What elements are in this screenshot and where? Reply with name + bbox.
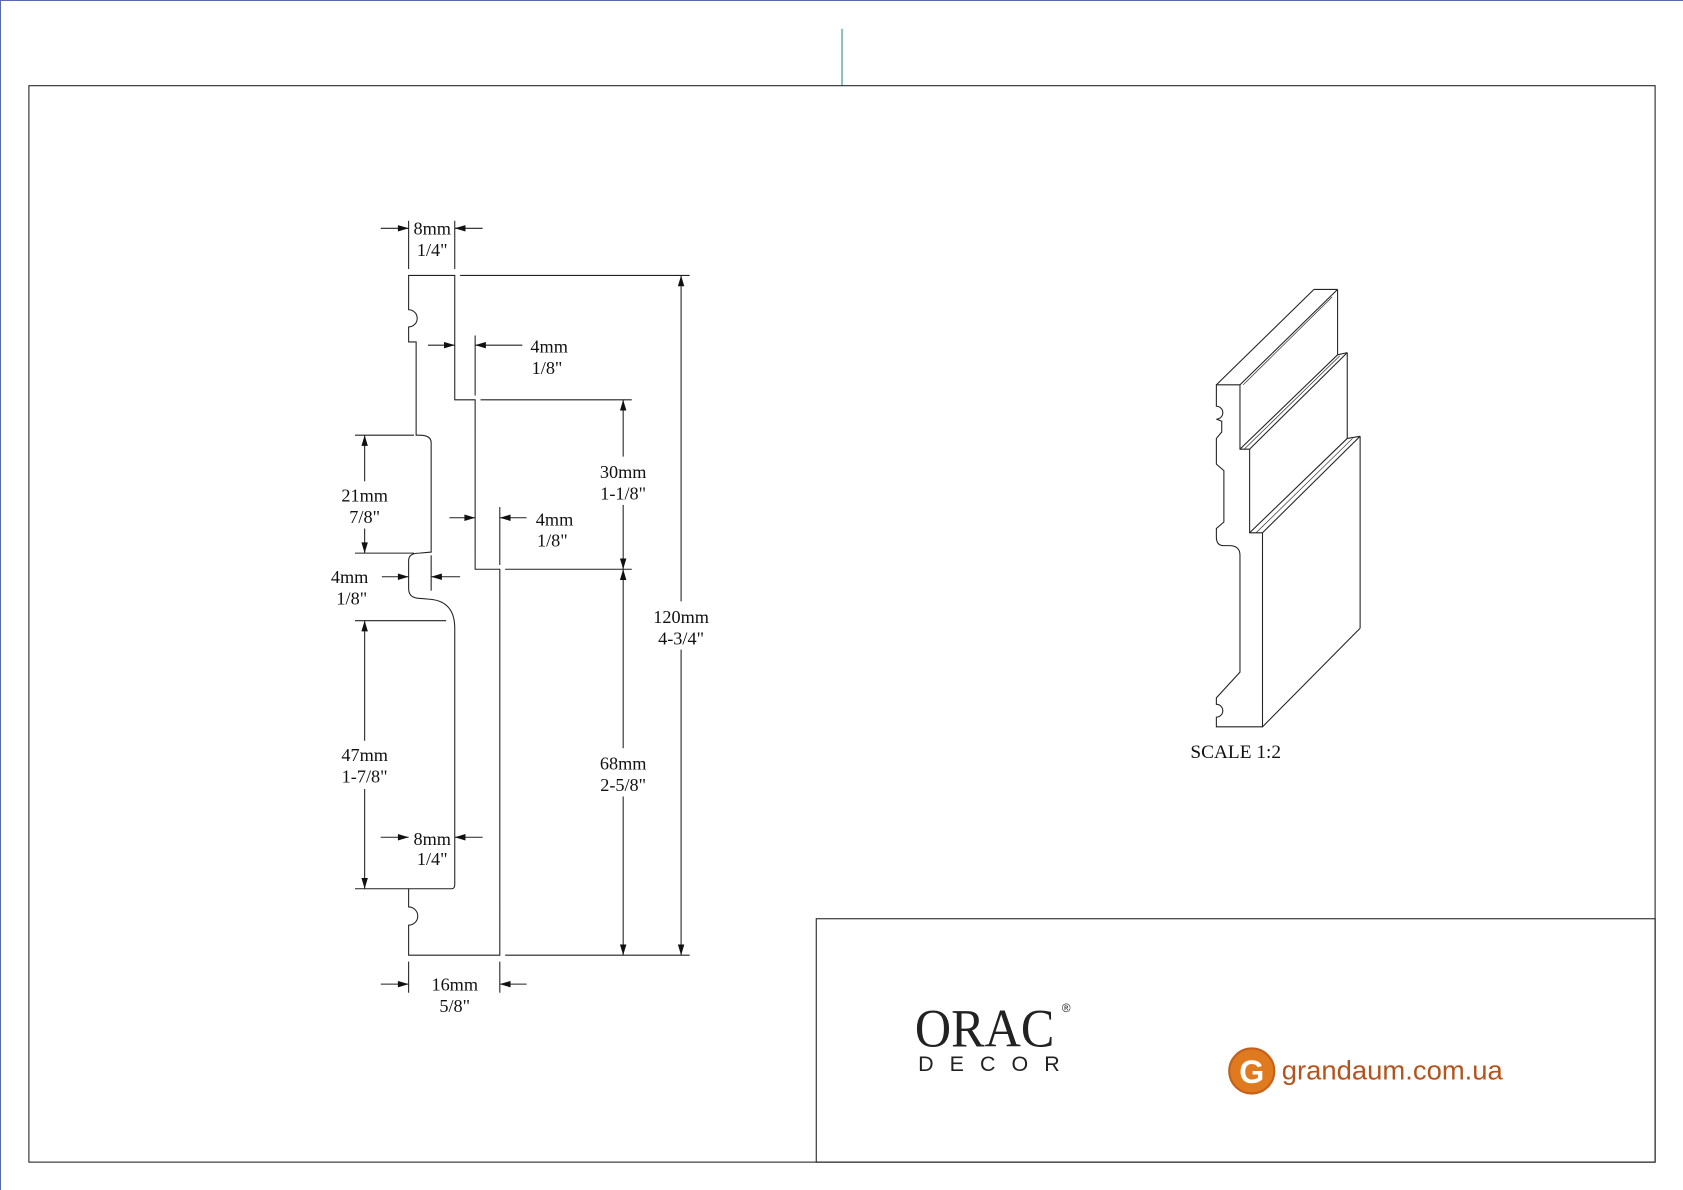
svg-text:47mm: 47mm [341, 745, 388, 765]
isometric-view [1215, 288, 1361, 728]
svg-text:1/4": 1/4" [417, 849, 448, 869]
svg-text:120mm: 120mm [653, 607, 709, 627]
svg-text:grandaum.com.ua: grandaum.com.ua [1282, 1056, 1503, 1086]
svg-text:4mm: 4mm [536, 509, 573, 529]
dimension-arrows [361, 225, 685, 988]
svg-text:68mm: 68mm [600, 754, 647, 774]
svg-text:1/8": 1/8" [336, 589, 367, 609]
svg-text:7/8": 7/8" [349, 507, 380, 527]
grandaum-logo: G grandaum.com.ua [1228, 1047, 1503, 1095]
svg-text:4mm: 4mm [331, 567, 368, 587]
svg-text:4mm: 4mm [530, 337, 567, 357]
svg-text:1/8": 1/8" [537, 531, 568, 551]
orac-decor-logo: ORAC ® DECOR [915, 998, 1071, 1076]
scale-label: SCALE 1:2 [1190, 742, 1281, 763]
svg-text:2-5/8": 2-5/8" [600, 775, 646, 795]
drawing-frame [28, 85, 1656, 1163]
svg-text:4-3/4": 4-3/4" [658, 628, 704, 648]
svg-text:DECOR: DECOR [918, 1052, 1060, 1076]
svg-text:30mm: 30mm [600, 462, 647, 482]
svg-text:G: G [1239, 1054, 1264, 1090]
svg-text:ORAC: ORAC [915, 998, 1054, 1058]
svg-text:21mm: 21mm [341, 486, 388, 506]
svg-text:8mm: 8mm [413, 829, 450, 849]
svg-text:16mm: 16mm [431, 975, 478, 995]
svg-text:1-7/8": 1-7/8" [342, 767, 388, 787]
svg-text:5/8": 5/8" [439, 996, 470, 1016]
extension-lines [354, 220, 690, 993]
profile-outline [408, 274, 501, 956]
svg-text:1-1/8": 1-1/8" [600, 484, 646, 504]
svg-text:1/8": 1/8" [532, 358, 563, 378]
svg-text:®: ® [1062, 1002, 1071, 1015]
svg-text:1/4": 1/4" [417, 240, 448, 260]
grandaum-g-icon [1229, 1048, 1275, 1094]
title-block [815, 918, 1656, 1163]
svg-text:8mm: 8mm [413, 219, 450, 239]
